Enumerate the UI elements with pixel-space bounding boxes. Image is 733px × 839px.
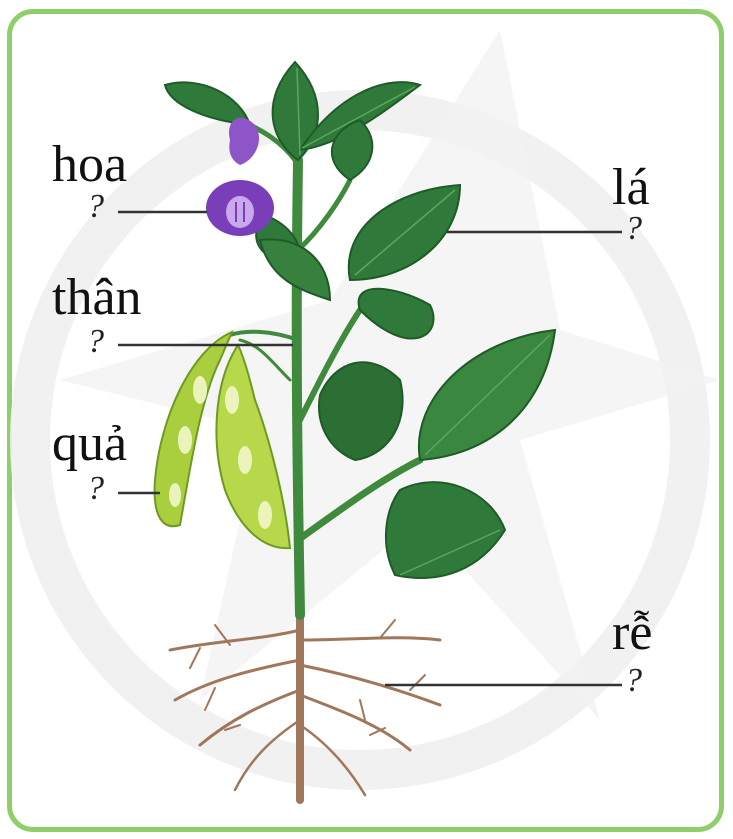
placeholder-leaf[interactable]: ? bbox=[625, 212, 642, 246]
label-stem: thân bbox=[52, 272, 142, 324]
placeholder-stem[interactable]: ? bbox=[87, 325, 104, 359]
placeholder-flower[interactable]: ? bbox=[87, 190, 104, 224]
placeholder-root[interactable]: ? bbox=[625, 664, 642, 698]
placeholder-fruit[interactable]: ? bbox=[87, 472, 104, 506]
label-flower: hoa bbox=[52, 139, 127, 191]
label-root: rễ bbox=[612, 607, 652, 659]
label-leaf: lá bbox=[612, 162, 650, 214]
label-fruit: quả bbox=[52, 418, 127, 470]
